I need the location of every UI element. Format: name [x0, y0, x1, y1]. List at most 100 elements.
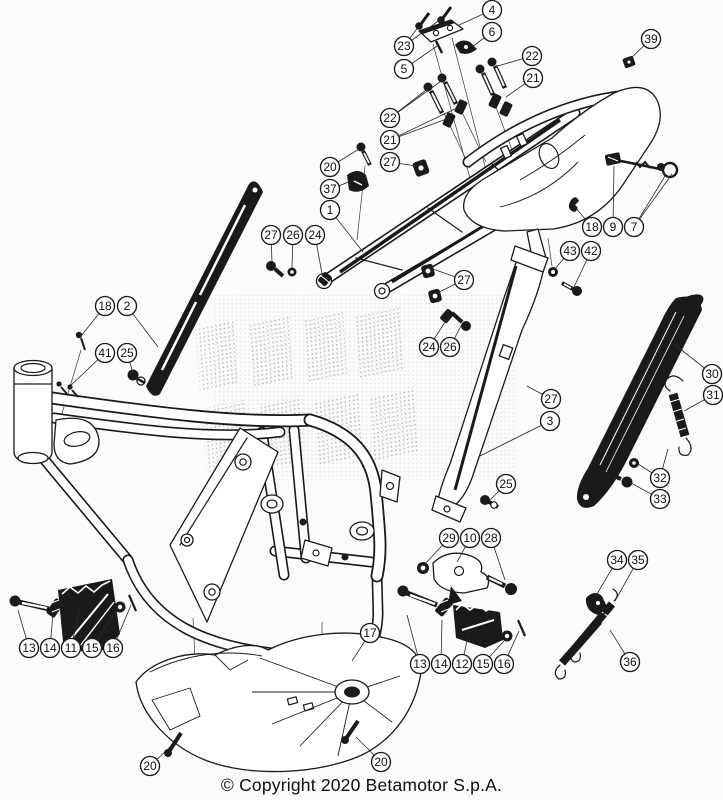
svg-text:16: 16	[106, 641, 120, 655]
foot-peg-right-hardware	[397, 585, 527, 648]
callout-22: 22	[379, 78, 445, 129]
bolts-22	[423, 57, 508, 115]
svg-text:17: 17	[363, 626, 377, 640]
callout-27: 27	[429, 267, 475, 294]
callout-27: 27	[526, 385, 562, 410]
svg-text:28: 28	[484, 531, 498, 545]
svg-text:10: 10	[463, 531, 477, 545]
callout-28: 28	[480, 527, 506, 581]
svg-text:21: 21	[383, 133, 397, 147]
stand-bracket-hardware	[417, 552, 517, 605]
rear-brace-part-3	[431, 245, 549, 523]
callout-41: 41	[67, 342, 116, 389]
svg-text:22: 22	[383, 111, 397, 125]
svg-text:5: 5	[401, 62, 408, 76]
svg-text:14: 14	[43, 641, 57, 655]
svg-text:22: 22	[525, 49, 539, 63]
svg-text:13: 13	[22, 641, 36, 655]
svg-text:41: 41	[98, 346, 112, 360]
callout-25: 25	[489, 473, 517, 501]
svg-text:15: 15	[85, 641, 99, 655]
svg-text:29: 29	[442, 531, 456, 545]
svg-text:1: 1	[327, 203, 334, 217]
stand-springs-parts-34-36	[554, 588, 618, 680]
svg-text:42: 42	[584, 244, 598, 258]
svg-text:34: 34	[610, 553, 624, 567]
spacers-21	[442, 93, 513, 128]
mounting-hardware-top	[266, 6, 636, 331]
callout-22: 22	[493, 45, 543, 68]
side-stand-bolt-33	[609, 472, 633, 488]
callout-27: 27	[260, 224, 282, 263]
callout-6: 6	[471, 21, 503, 48]
main-frame-illustration	[13, 359, 401, 662]
svg-text:18: 18	[585, 220, 599, 234]
svg-text:43: 43	[563, 244, 577, 258]
callout-33: 33	[630, 482, 671, 510]
svg-text:7: 7	[631, 220, 638, 234]
callout-7: 7	[623, 173, 673, 238]
side-stand-part-30	[576, 294, 704, 508]
svg-text:21: 21	[526, 71, 540, 85]
callout-5: 5	[393, 45, 438, 80]
callout-17: 17	[351, 622, 381, 662]
svg-text:6: 6	[489, 25, 496, 39]
callout-35: 35	[614, 549, 649, 602]
svg-text:25: 25	[499, 477, 513, 491]
front-brace-part-2	[146, 181, 263, 396]
subframe-part-1	[315, 86, 661, 300]
svg-text:27: 27	[457, 273, 471, 287]
callout-21: 21	[379, 105, 462, 151]
callout-15: 15	[472, 640, 505, 675]
callout-36: 36	[609, 629, 641, 673]
callout-20: 20	[139, 745, 172, 777]
callout-27: 27	[379, 151, 417, 173]
rear-lower-bolt-25	[480, 495, 499, 509]
callout-25: 25	[116, 342, 138, 374]
callout-26: 26	[282, 224, 304, 269]
callout-3: 3	[479, 410, 561, 457]
svg-text:20: 20	[323, 160, 337, 174]
callout-37: 37	[319, 178, 350, 200]
callout-32: 32	[637, 448, 671, 489]
svg-text:18: 18	[98, 299, 112, 313]
svg-text:31: 31	[706, 388, 720, 402]
foot-peg-left-hardware	[9, 579, 138, 652]
svg-text:26: 26	[443, 340, 457, 354]
left-mount-row-27-26-24	[266, 261, 332, 286]
callout-34: 34	[596, 549, 628, 595]
callout-24: 24	[418, 318, 448, 358]
svg-text:30: 30	[705, 367, 719, 381]
callout-12: 12	[451, 635, 473, 675]
svg-text:14: 14	[434, 657, 448, 671]
callout-9: 9	[602, 165, 624, 238]
callout-1: 1	[319, 199, 364, 253]
callout-30: 30	[673, 343, 723, 385]
svg-text:27: 27	[383, 155, 397, 169]
svg-text:16: 16	[497, 657, 511, 671]
callout-2: 2	[116, 295, 159, 348]
svg-text:27: 27	[544, 392, 558, 406]
svg-text:25: 25	[120, 346, 134, 360]
svg-text:27: 27	[264, 228, 278, 242]
callout-20: 20	[355, 736, 392, 773]
svg-text:3: 3	[547, 414, 554, 428]
callout-24: 24	[304, 224, 326, 275]
callout-20: 20	[319, 148, 360, 178]
callout-13: 13	[406, 614, 431, 675]
svg-text:26: 26	[286, 228, 300, 242]
callout-18: 18	[80, 295, 116, 337]
svg-text:20: 20	[374, 755, 388, 769]
callout-43: 43	[554, 240, 581, 270]
skid-plate-bolt-20-right	[341, 719, 360, 744]
svg-text:15: 15	[476, 657, 490, 671]
callout-14: 14	[430, 619, 452, 675]
svg-text:20: 20	[143, 759, 157, 773]
svg-text:24: 24	[422, 340, 436, 354]
callout-15: 15	[81, 610, 117, 659]
callout-26: 26	[439, 323, 463, 358]
callout-14: 14	[39, 613, 61, 659]
